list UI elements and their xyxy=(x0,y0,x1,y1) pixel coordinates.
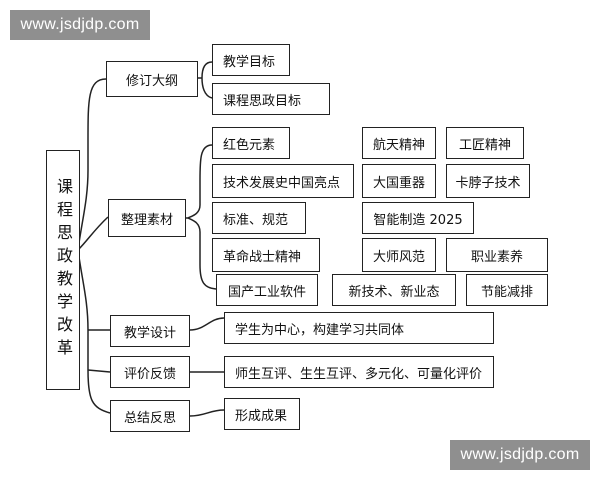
design-connector xyxy=(189,317,225,331)
branch-revise-syllabus: 修订大纲 xyxy=(106,61,198,97)
leaf-national-heavy-equipment: 大国重器 xyxy=(362,164,436,198)
leaf-space-spirit: 航天精神 xyxy=(362,127,436,159)
branch-evaluation-feedback: 评价反馈 xyxy=(110,356,190,388)
branch-teaching-design: 教学设计 xyxy=(110,315,190,347)
leaf-intelligent-manufacturing: 智能制造 2025 xyxy=(362,202,474,234)
watermark-bottom-right: www.jsdjdp.com xyxy=(450,440,590,470)
syllabus-bracket xyxy=(201,61,213,99)
branch-summary-reflection: 总结反思 xyxy=(110,400,190,432)
leaf-student-centered: 学生为中心，构建学习共同体 xyxy=(224,312,494,344)
leaf-craftsman-spirit: 工匠精神 xyxy=(446,127,524,159)
branch-organize-materials: 整理素材 xyxy=(108,199,186,237)
leaf-professional-quality: 职业素养 xyxy=(446,238,548,272)
leaf-domestic-software: 国产工业软件 xyxy=(216,274,318,306)
root-bracket xyxy=(77,78,111,414)
leaf-energy-saving: 节能减排 xyxy=(466,274,548,306)
leaf-tech-history: 技术发展史中国亮点 xyxy=(212,164,354,198)
root-node: 课程思政教学改革 xyxy=(46,150,80,390)
root-to-eval xyxy=(87,369,111,373)
leaf-new-tech: 新技术、新业态 xyxy=(332,274,456,306)
summary-connector xyxy=(189,409,225,417)
leaf-teaching-goals: 教学目标 xyxy=(212,44,290,76)
leaf-ideological-goals: 课程思政目标 xyxy=(212,83,330,115)
leaf-bottleneck-tech: 卡脖子技术 xyxy=(446,164,530,198)
leaf-revolutionary-spirit: 革命战士精神 xyxy=(212,238,320,272)
leaf-master-style: 大师风范 xyxy=(362,238,436,272)
leaf-mutual-evaluation: 师生互评、生生互评、多元化、可量化评价 xyxy=(224,356,494,388)
root-to-materials xyxy=(77,216,109,251)
leaf-standards: 标准、规范 xyxy=(212,202,306,234)
leaf-form-results: 形成成果 xyxy=(224,398,300,430)
watermark-top-left: www.jsdjdp.com xyxy=(10,10,150,40)
leaf-red-elements: 红色元素 xyxy=(212,127,290,159)
